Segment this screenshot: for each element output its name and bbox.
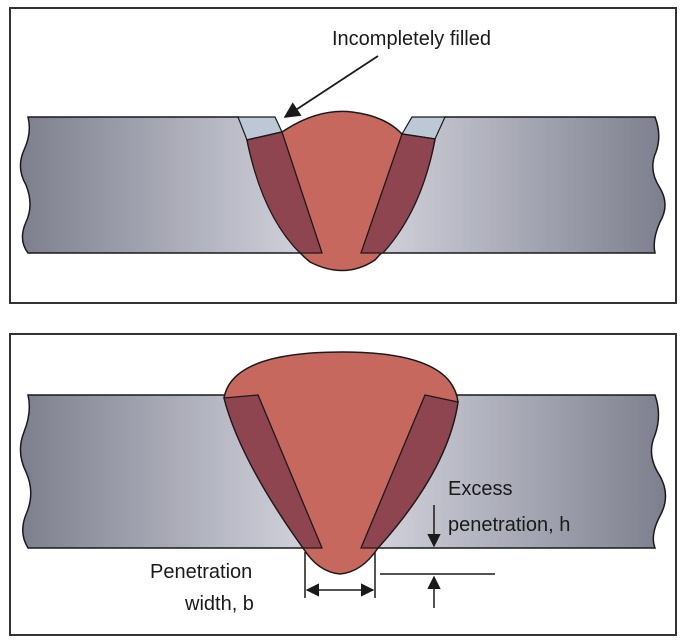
excess-label-line1: Excess xyxy=(448,478,512,500)
right-plate xyxy=(359,116,666,254)
fusion-zone-left xyxy=(223,394,323,549)
incomplete-fill-arrow xyxy=(283,55,379,118)
left-plate xyxy=(19,116,324,254)
fusion-zone-right xyxy=(360,133,436,254)
incomplete-fill-label: Incompletely filled xyxy=(332,28,491,50)
fusion-zone-left xyxy=(246,131,323,254)
width-label-line1: Penetration xyxy=(150,561,252,583)
width-label-line2: width, b xyxy=(184,593,254,615)
excess-label-line2: penetration, h xyxy=(448,514,570,536)
bottom-weld-figure: Excess penetration, h Penetration width,… xyxy=(19,351,667,615)
top-weld-figure: Incompletely filled xyxy=(19,28,666,272)
fusion-zone-right xyxy=(360,394,459,549)
